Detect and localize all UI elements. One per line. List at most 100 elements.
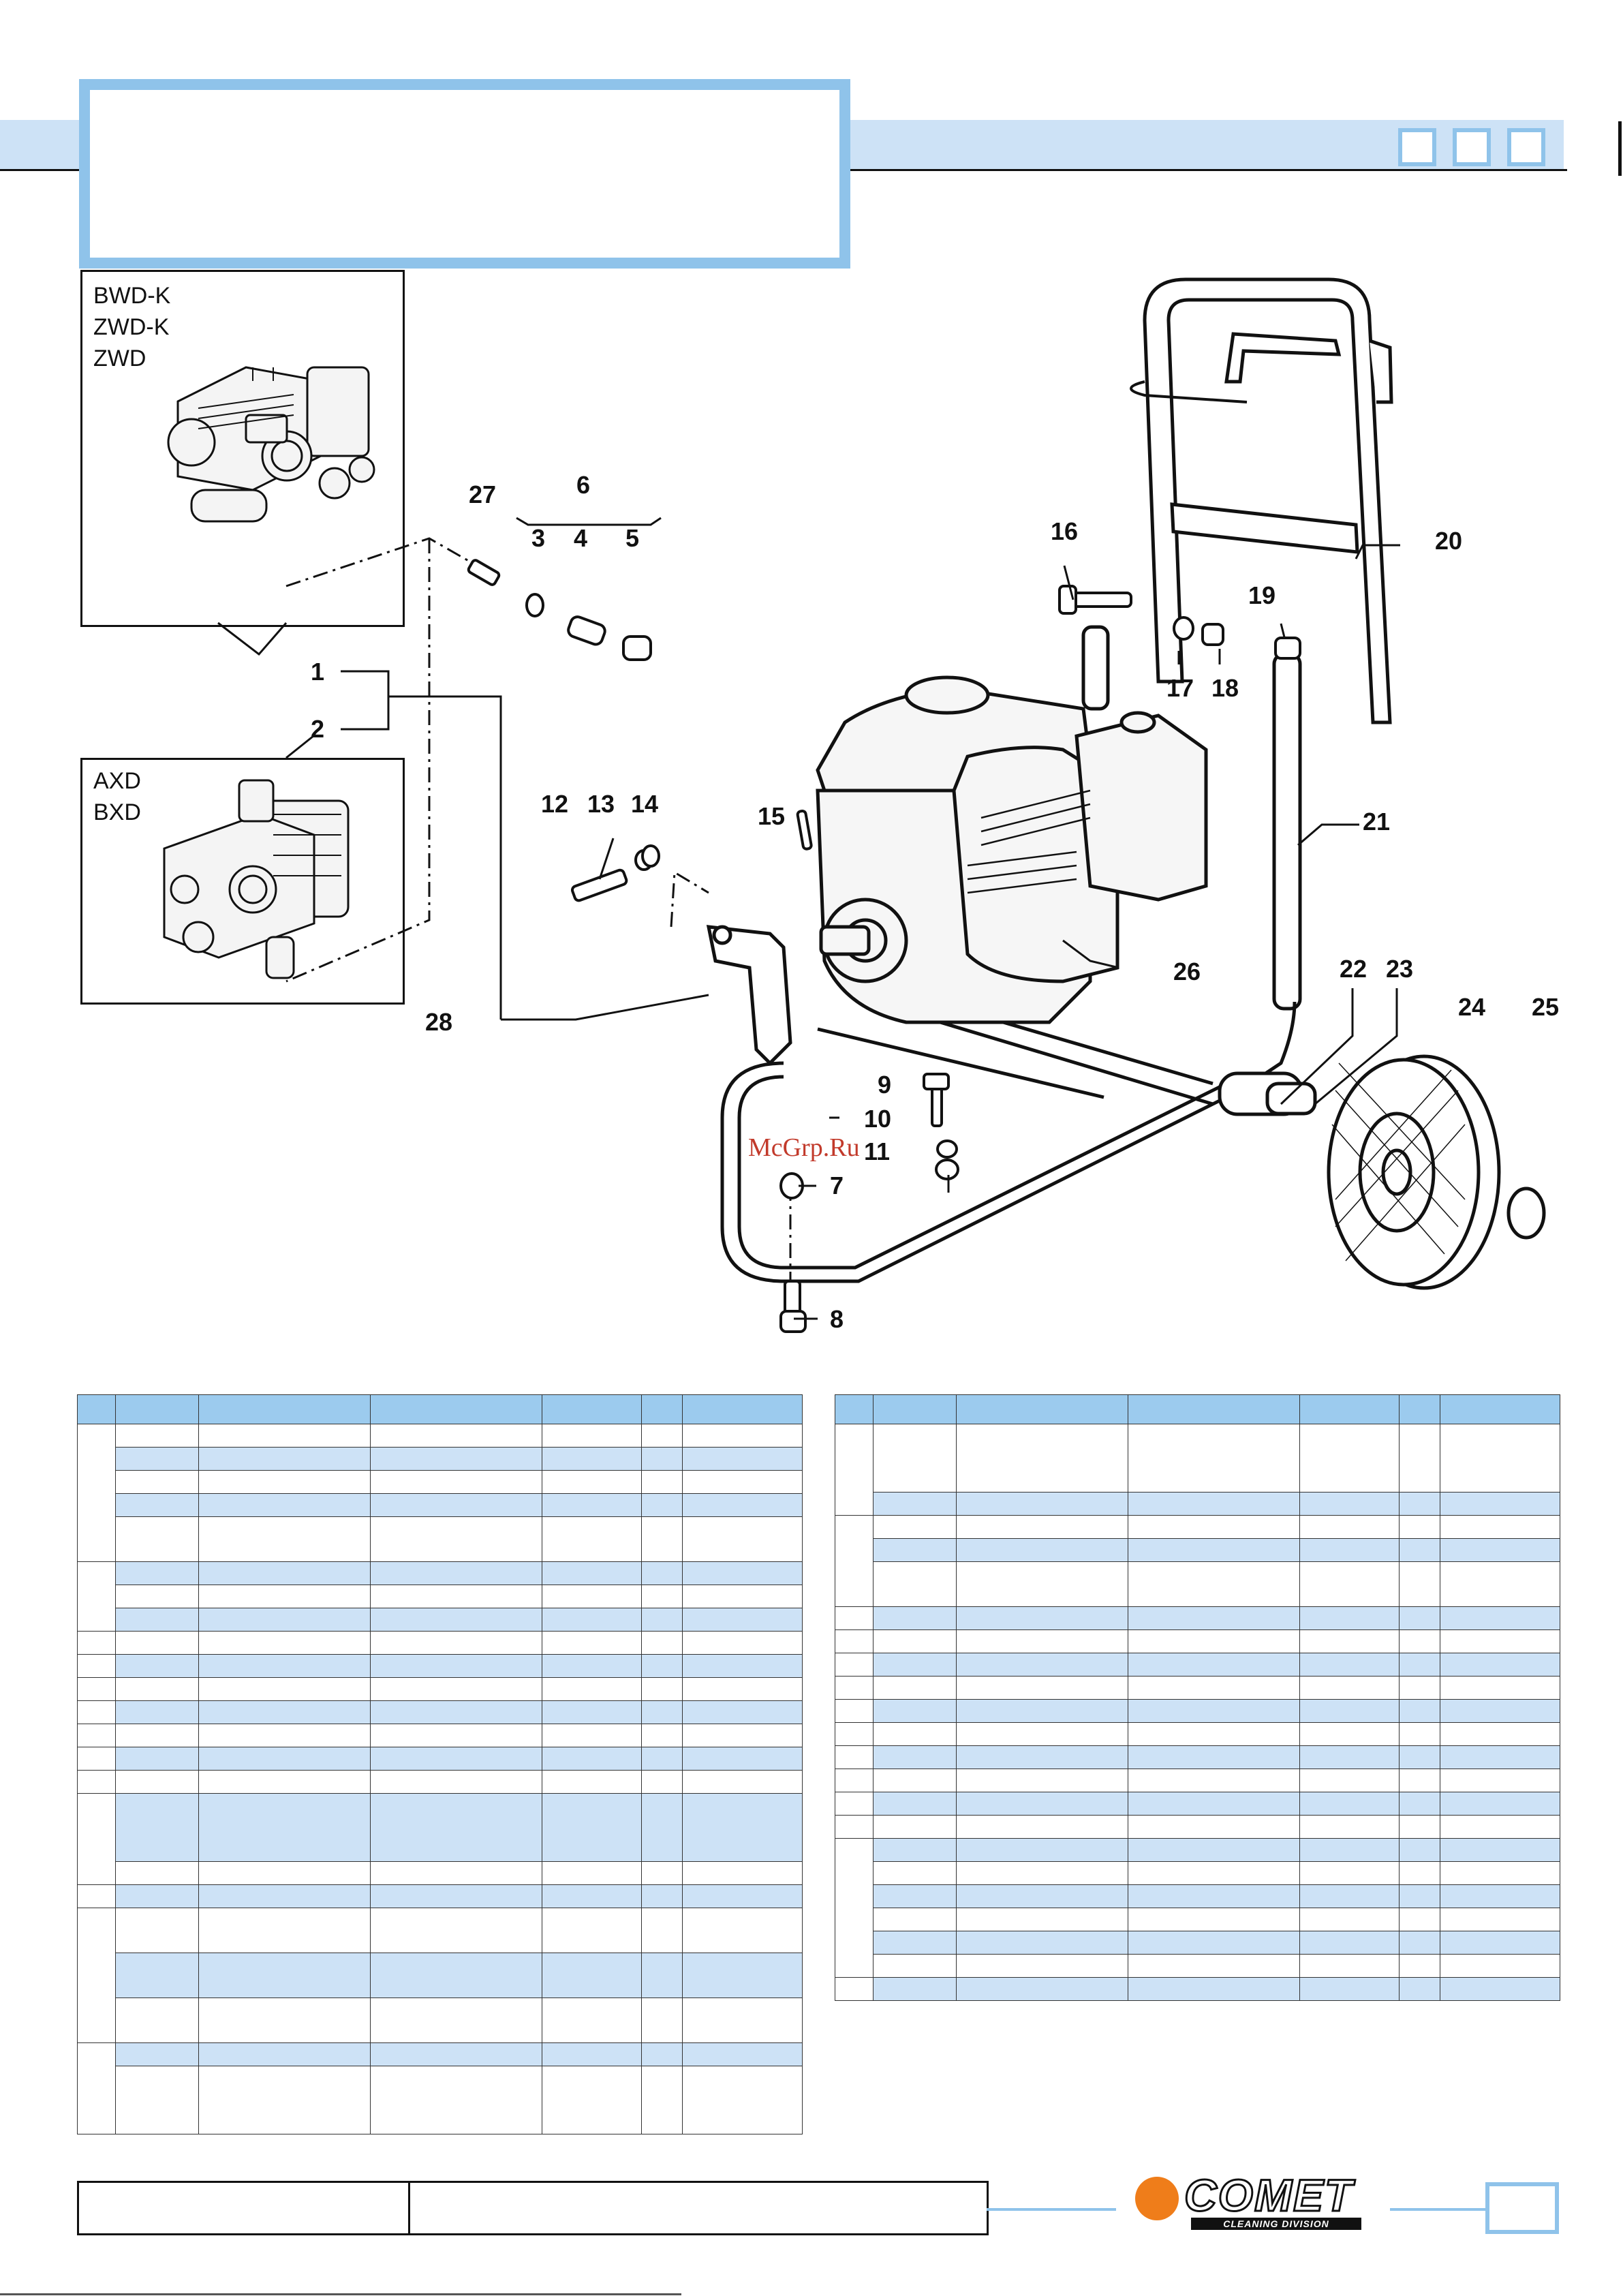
table-cell — [1128, 1676, 1300, 1700]
table-cell — [1440, 1769, 1560, 1792]
table-cell — [542, 1861, 642, 1885]
table-cell-position — [77, 1884, 116, 1908]
table-cell — [198, 1747, 371, 1771]
table-cell — [1440, 1699, 1560, 1723]
table-cell — [370, 1561, 542, 1585]
table-cell — [1299, 1792, 1400, 1816]
table-cell — [370, 1447, 542, 1471]
table-cell-position — [835, 1977, 874, 2001]
table-cell — [641, 1631, 683, 1655]
table-cell — [370, 1770, 542, 1794]
table-cell — [956, 1722, 1128, 1746]
table-cell — [641, 2042, 683, 2066]
table-cell — [1440, 1861, 1560, 1885]
callout-15: 15 — [758, 802, 786, 830]
table-cell — [641, 1470, 683, 1494]
header-square — [1507, 128, 1545, 166]
callout-26: 26 — [1173, 958, 1201, 985]
table-cell — [873, 1722, 957, 1746]
table-cell — [1399, 1931, 1440, 1955]
header-square — [1398, 128, 1436, 166]
table-cell — [641, 2066, 683, 2134]
table-cell — [1440, 1538, 1560, 1562]
table-cell — [1128, 1653, 1300, 1677]
table-cell — [682, 1724, 803, 1747]
table-header-row — [835, 1394, 1560, 1424]
table-cell — [1440, 1792, 1560, 1816]
table-cell — [682, 1631, 803, 1655]
table-row — [835, 1606, 1560, 1630]
table-row — [835, 1515, 1560, 1607]
table-row — [77, 1770, 803, 1794]
table-cell — [1299, 1861, 1400, 1885]
callout-9: 9 — [878, 1071, 892, 1099]
table-cell — [370, 1608, 542, 1632]
table-cell — [641, 1585, 683, 1608]
table-cell — [370, 1424, 542, 1448]
table-row — [77, 1631, 803, 1655]
table-cell — [1399, 1745, 1440, 1769]
table-cell — [370, 1516, 542, 1562]
footer-info-box — [77, 2181, 989, 2235]
table-cell — [873, 1792, 957, 1816]
table-cell-position — [77, 1747, 116, 1771]
title-box — [79, 79, 850, 269]
table-cell — [1399, 1954, 1440, 1978]
table-row — [835, 1884, 1560, 1908]
table-cell — [198, 1654, 371, 1678]
table-row — [835, 1954, 1560, 1978]
table-cell — [873, 1838, 957, 1862]
table-cell — [198, 1470, 371, 1494]
table-cell — [873, 1884, 957, 1908]
table-cell — [542, 1700, 642, 1724]
table-row — [77, 1793, 803, 1885]
table-cell — [1399, 1676, 1440, 1700]
table-cell — [1299, 1699, 1400, 1723]
table-cell — [1128, 1515, 1300, 1539]
callout-21: 21 — [1363, 808, 1391, 836]
table-cell — [873, 1908, 957, 1931]
table-cell-position — [77, 1793, 116, 1885]
table-cell — [1128, 1722, 1300, 1746]
table-cell — [370, 1908, 542, 1953]
table-cell — [682, 1747, 803, 1771]
table-cell — [370, 1470, 542, 1494]
table-cell — [115, 1908, 199, 1953]
table-cell — [1128, 1861, 1300, 1885]
table-cell — [956, 1606, 1128, 1630]
callout-14: 14 — [631, 790, 659, 818]
table-cell — [542, 1677, 642, 1701]
table-cell — [542, 2066, 642, 2134]
table-row — [78, 1447, 803, 1471]
table-cell — [1440, 1561, 1560, 1607]
footer-line — [1390, 2208, 1485, 2211]
table-cell — [1399, 1699, 1440, 1723]
table-cell — [198, 1493, 371, 1517]
table-cell — [1440, 1745, 1560, 1769]
table-cell — [1299, 1977, 1400, 2001]
table-cell — [1399, 1606, 1440, 1630]
table-cell — [198, 1997, 371, 2043]
table-row — [78, 1516, 803, 1562]
table-cell — [370, 1861, 542, 1885]
table-row — [835, 1629, 1560, 1653]
callout-7: 7 — [830, 1172, 844, 1199]
table-cell — [873, 1561, 957, 1607]
pump-panel-top: BWD-K ZWD-K ZWD — [80, 270, 405, 627]
table-cell — [1399, 1722, 1440, 1746]
table-cell — [198, 1861, 371, 1885]
table-cell — [956, 1699, 1128, 1723]
table-cell — [1128, 1538, 1300, 1562]
table-cell — [115, 1997, 199, 2043]
table-cell-position — [835, 1792, 874, 1816]
table-cell-position — [835, 1424, 874, 1516]
table-cell — [641, 1884, 683, 1908]
table-cell — [956, 1977, 1128, 2001]
table-cell — [1440, 1884, 1560, 1908]
table-cell — [542, 1516, 642, 1562]
table-cell — [198, 2066, 371, 2134]
table-cell — [1299, 1745, 1400, 1769]
table-cell — [198, 1447, 371, 1471]
table-cell — [1128, 1815, 1300, 1839]
callout-2: 2 — [311, 715, 325, 743]
